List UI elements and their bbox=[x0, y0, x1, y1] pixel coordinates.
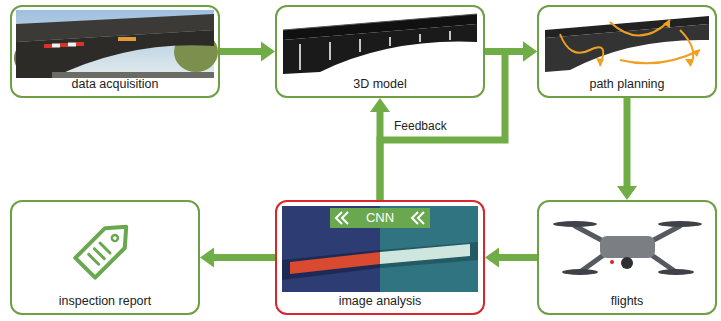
report-box: inspection report bbox=[10, 200, 200, 315]
node-caption: data acquisition bbox=[12, 77, 218, 92]
planning-box: path planning bbox=[537, 5, 717, 98]
node-caption: flights bbox=[539, 294, 715, 309]
arrow-head bbox=[370, 98, 390, 112]
arrow-line bbox=[380, 52, 523, 201]
arrow-head bbox=[200, 248, 214, 268]
edge-label: Feedback bbox=[392, 119, 449, 133]
model-box: 3D model bbox=[275, 5, 485, 98]
flights-box: flights bbox=[537, 200, 717, 315]
drone-photo bbox=[553, 221, 702, 275]
acquisition-box: data acquisition bbox=[10, 5, 220, 98]
arrow-line bbox=[220, 48, 261, 55]
flow-arrow bbox=[220, 42, 275, 62]
node-caption: inspection report bbox=[12, 294, 198, 309]
node-caption: image analysis bbox=[277, 294, 483, 309]
arrow-head bbox=[261, 42, 275, 62]
bridge-photo bbox=[14, 10, 218, 78]
flow-arrow bbox=[200, 248, 275, 268]
badge-text: CNN bbox=[277, 209, 483, 227]
node-caption: 3D model bbox=[277, 77, 483, 92]
arrow-head bbox=[523, 42, 537, 62]
arrow-head bbox=[617, 186, 637, 200]
arrow-head bbox=[523, 42, 537, 62]
flight-paths bbox=[543, 10, 711, 78]
analysis-box: CNN image analysis bbox=[275, 200, 485, 315]
node-caption: path planning bbox=[539, 77, 715, 92]
arrow-line bbox=[624, 98, 631, 186]
flow-arrow bbox=[485, 248, 537, 268]
arrow-line bbox=[499, 254, 537, 261]
arrow-head bbox=[485, 248, 499, 268]
tag-icon bbox=[75, 217, 136, 278]
bridge-model bbox=[281, 10, 479, 78]
arrow-line bbox=[214, 254, 275, 261]
flow-arrow bbox=[380, 42, 537, 201]
flow-arrow bbox=[617, 98, 637, 200]
